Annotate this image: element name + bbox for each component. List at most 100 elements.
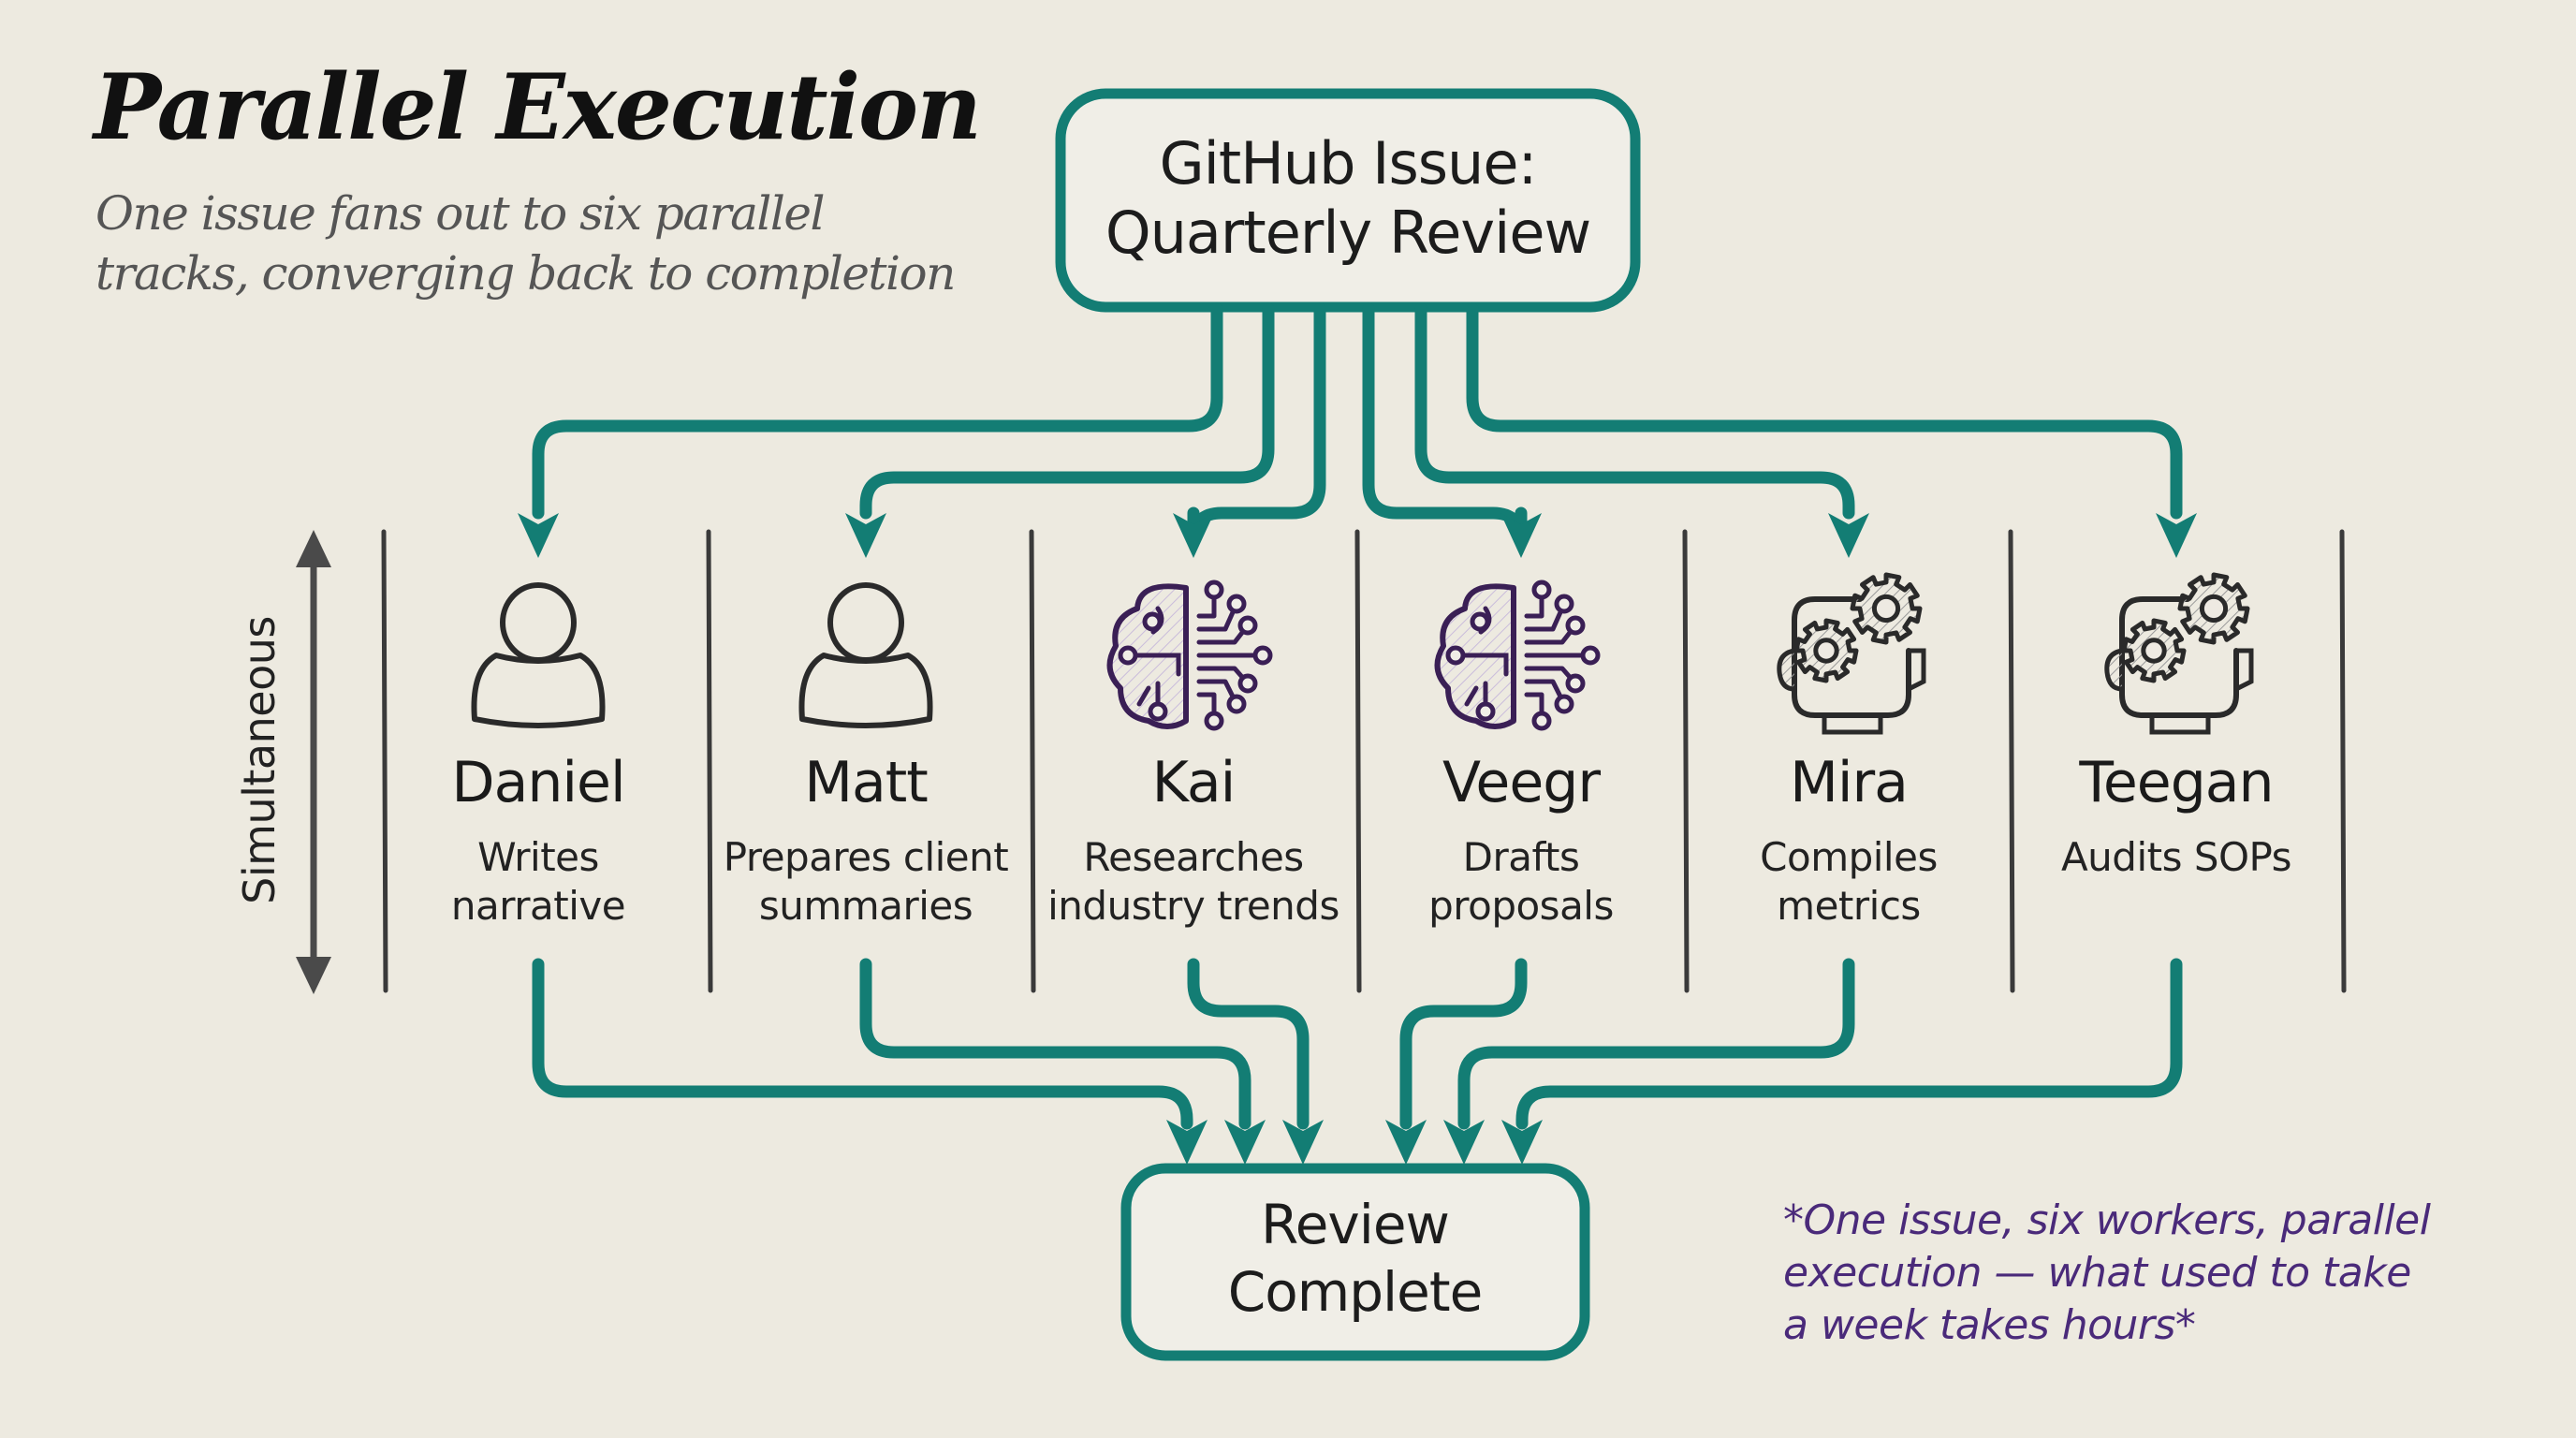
robot-head xyxy=(1792,596,1911,718)
robot-neck xyxy=(2149,712,2211,735)
worker-veegr: Veegr Drafts proposals xyxy=(1367,749,1676,931)
fan-out-arrowhead-icon xyxy=(1173,513,1214,558)
fan-out-connector xyxy=(859,302,1275,520)
converge-arrowhead-icon xyxy=(1385,1120,1427,1165)
converge-arrowhead-icon xyxy=(1443,1120,1485,1165)
robot-head xyxy=(2119,596,2239,718)
lane-divider xyxy=(1682,529,1690,993)
source-node-label: GitHub Issue: Quarterly Review xyxy=(1058,129,1638,268)
worker-icons xyxy=(471,572,2254,735)
lane-divider xyxy=(1029,529,1036,993)
person-head xyxy=(827,582,904,663)
robot-gears-icon xyxy=(2104,572,2254,735)
ai-brain-icon xyxy=(1434,580,1601,731)
lane-divider xyxy=(706,529,713,993)
worker-role-line: Compiles xyxy=(1760,834,1938,880)
circuit-node xyxy=(1252,645,1273,666)
fan-out-connector xyxy=(1414,302,1855,520)
worker-role: Compiles metrics xyxy=(1694,833,2003,931)
worker-role: Writes narrative xyxy=(384,833,693,931)
circuit-node xyxy=(1237,673,1258,694)
lane-divider xyxy=(1354,529,1362,993)
worker-role: Prepares client summaries xyxy=(711,833,1020,931)
converge-arrowhead-icon xyxy=(1282,1120,1324,1165)
worker-role-line: summaries xyxy=(758,883,973,929)
circuit-node xyxy=(1531,580,1552,600)
worker-role-line: Drafts xyxy=(1462,834,1580,880)
circuit-node xyxy=(1142,611,1163,632)
worker-matt: Matt Prepares client summaries xyxy=(711,749,1020,931)
worker-name: Daniel xyxy=(451,750,625,815)
worker-role: Audits SOPs xyxy=(2022,833,2331,882)
footnote-line: a week takes hours* xyxy=(1783,1301,2196,1349)
circuit-node xyxy=(1204,711,1224,731)
worker-role: Drafts proposals xyxy=(1367,833,1676,931)
worker-name: Teegan xyxy=(2079,750,2274,815)
converge-arrowhead-icon xyxy=(1166,1120,1208,1165)
circuit-node xyxy=(1470,611,1490,632)
worker-name: Matt xyxy=(804,750,929,815)
robot-ear xyxy=(1907,648,1926,692)
converge-connector xyxy=(1187,958,1310,1130)
converge-arrowhead-icon xyxy=(1224,1120,1266,1165)
footnote: *One issue, six workers, parallel execut… xyxy=(1783,1195,2431,1352)
subtitle-line: One issue fans out to six parallel xyxy=(95,186,825,241)
fan-out-connector xyxy=(1466,302,2183,520)
worker-role-line: narrative xyxy=(450,883,626,929)
robot-neck xyxy=(1822,712,1883,735)
lane-divider xyxy=(2008,529,2015,993)
robot-ear xyxy=(2104,648,2123,692)
fan-out-arrowhead-icon xyxy=(845,513,886,558)
worker-role-line: industry trends xyxy=(1047,883,1339,929)
robot-ear xyxy=(1777,648,1795,692)
subtitle-line: tracks, converging back to completion xyxy=(95,246,956,301)
circuit-node xyxy=(1148,701,1168,722)
person-icon xyxy=(471,582,606,728)
fan-out-arrowhead-icon xyxy=(518,513,559,558)
worker-mira: Mira Compiles metrics xyxy=(1694,749,2003,931)
ai-brain-icon xyxy=(1106,580,1273,731)
circuit-node xyxy=(1204,580,1224,600)
person-body xyxy=(798,653,933,728)
fan-out-connector xyxy=(532,302,1223,520)
source-node-line: GitHub Issue: xyxy=(1159,129,1538,198)
converge-connector xyxy=(532,958,1193,1130)
converge-arrowhead-icon xyxy=(1501,1120,1543,1165)
fan-out-arrowhead-icon xyxy=(2156,513,2197,558)
fan-out-arrowhead-icon xyxy=(1500,513,1542,558)
simultaneous-label: Simultaneous xyxy=(234,616,285,904)
worker-role-line: Prepares client xyxy=(723,834,1009,880)
worker-name: Veegr xyxy=(1442,750,1601,815)
worker-daniel: Daniel Writes narrative xyxy=(384,749,693,931)
worker-role-line: Writes xyxy=(477,834,599,880)
lane-divider xyxy=(2339,529,2347,993)
worker-kai: Kai Researches industry trends xyxy=(1039,749,1348,931)
robot-ear xyxy=(2234,648,2254,692)
circuit-node xyxy=(1118,645,1138,666)
converge-connector xyxy=(859,958,1251,1130)
target-node-line: Complete xyxy=(1227,1260,1484,1324)
target-node-line: Review xyxy=(1261,1193,1450,1256)
person-icon xyxy=(798,582,933,728)
circuit-node xyxy=(1237,615,1258,636)
circuit-node xyxy=(1565,673,1586,694)
circuit-node xyxy=(1531,711,1552,731)
worker-role-line: metrics xyxy=(1777,883,1921,929)
fan-out-arrowhead-icon xyxy=(1828,513,1869,558)
circuit-node xyxy=(1475,701,1496,722)
worker-role-line: Audits SOPs xyxy=(2060,834,2292,880)
converge-connector xyxy=(1515,958,2183,1130)
circuit-node xyxy=(1554,694,1574,714)
source-node-line: Quarterly Review xyxy=(1105,198,1591,267)
converge-connector xyxy=(1457,958,1855,1130)
circuit-node xyxy=(1226,694,1247,714)
source-node-box xyxy=(1055,88,1641,313)
robot-gears-icon xyxy=(1777,572,1926,735)
worker-role-line: Researches xyxy=(1083,834,1304,880)
lane-dividers xyxy=(381,529,2347,993)
simultaneous-double-arrow-icon xyxy=(296,530,331,994)
lane-divider xyxy=(381,529,388,993)
circuit-node xyxy=(1554,594,1574,614)
page-subtitle: One issue fans out to six parallel track… xyxy=(95,183,956,303)
